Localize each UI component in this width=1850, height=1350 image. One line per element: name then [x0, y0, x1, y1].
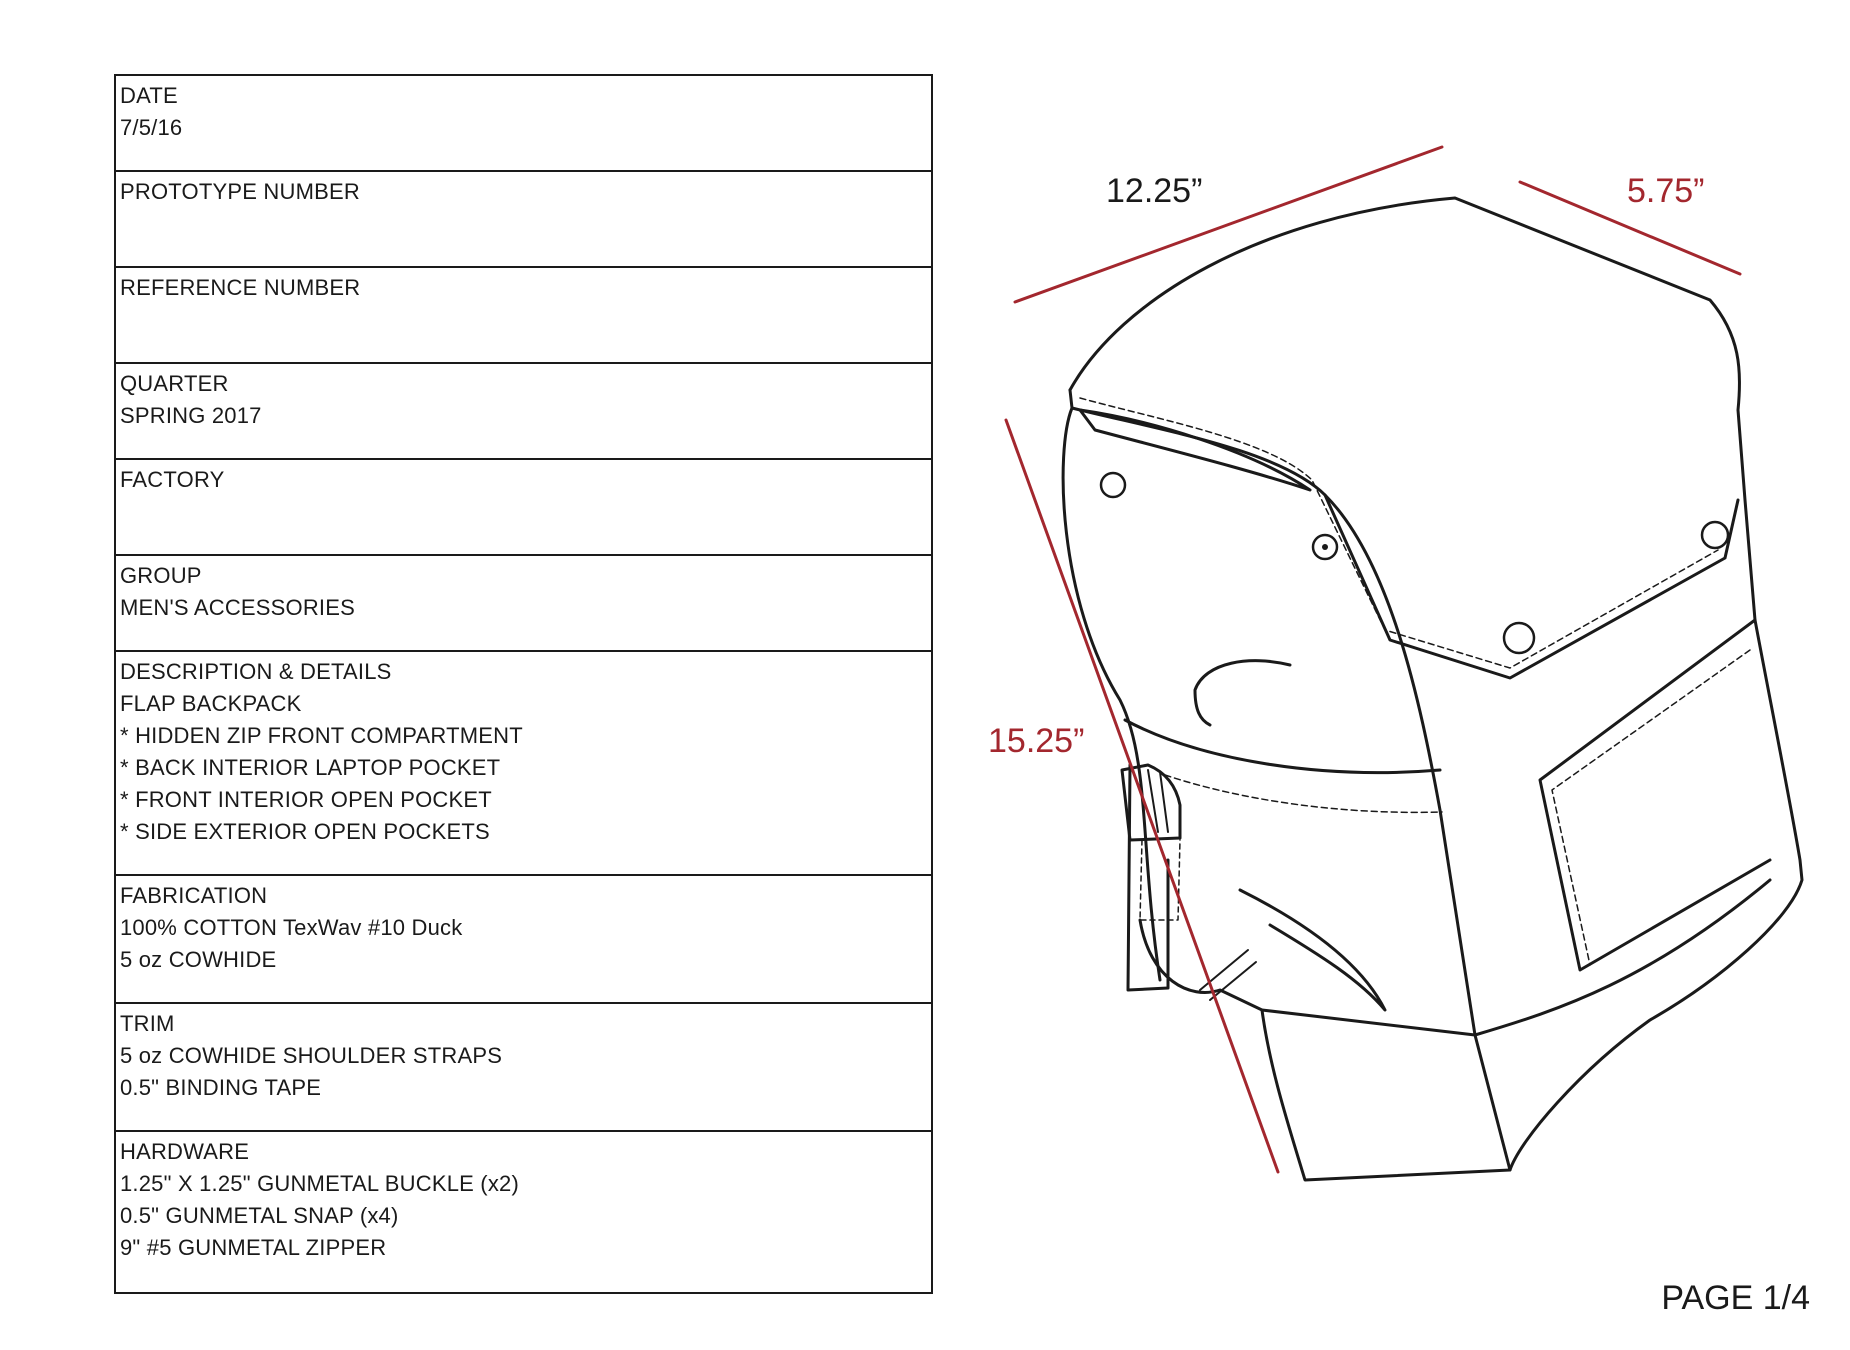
spec-field-value: 5 oz COWHIDE SHOULDER STRAPS [120, 1043, 503, 1068]
spec-field-value: 0.5" BINDING TAPE [120, 1075, 322, 1100]
spec-field-label: PROTOTYPE NUMBER [120, 179, 360, 204]
snap-1-icon [1099, 471, 1127, 499]
flap-stitch-line [1079, 397, 1719, 669]
base-seam [1473, 878, 1772, 1037]
strap-keeper-stitch [1139, 839, 1181, 921]
snap-4-icon [1700, 520, 1730, 550]
snap-center-dot-icon [1322, 544, 1328, 550]
flap-edge-shading [1078, 408, 1312, 492]
spec-field-label: FACTORY [120, 467, 225, 492]
snap-2-icon [1311, 533, 1339, 561]
spec-row: TRIM 5 oz COWHIDE SHOULDER STRAPS 0.5" BIN… [116, 1004, 931, 1132]
backpack-flap-outline [1068, 388, 1740, 680]
spec-row: GROUP MEN'S ACCESSORIES [116, 556, 931, 652]
spec-field-value: 5 oz COWHIDE [120, 947, 277, 972]
spec-field-value: * FRONT INTERIOR OPEN POCKET [120, 787, 492, 812]
front-pocket-stitch [1164, 774, 1443, 814]
height-dimension-line [1004, 418, 1280, 1174]
side-bottom-curve [1238, 888, 1387, 1012]
spec-row: REFERENCE NUMBER [116, 268, 931, 364]
buckle-prong [1147, 769, 1169, 833]
spec-row: DATE 7/5/16 [116, 76, 931, 172]
spec-field-label: GROUP [120, 563, 202, 588]
width-dimension-label: 12.25” [1106, 172, 1202, 210]
spec-row: FABRICATION 100% COTTON TexWav #10 Duck 5 … [116, 876, 931, 1004]
page-number: PAGE 1/4 [1661, 1279, 1810, 1317]
spec-field-value: 7/5/16 [120, 115, 183, 140]
spec-field-value: FLAP BACKPACK [120, 691, 302, 716]
spec-field-value: * HIDDEN ZIP FRONT COMPARTMENT [120, 723, 523, 748]
spec-field-value: MEN'S ACCESSORIES [120, 595, 355, 620]
spec-field-label: DESCRIPTION & DETAILS [120, 659, 392, 684]
front-pocket-curve [1193, 659, 1292, 727]
spec-row: PROTOTYPE NUMBER [116, 172, 931, 268]
backpack-base [1260, 1008, 1512, 1182]
snap-3-icon [1502, 621, 1536, 655]
spec-field-value: 100% COTTON TexWav #10 Duck [120, 915, 463, 940]
front-panel-seam [1123, 718, 1442, 775]
spec-field-label: TRIM [120, 1011, 175, 1036]
strap-webbing-cross [1199, 949, 1257, 1001]
spec-row: HARDWARE 1.25" X 1.25" GUNMETAL BUCKLE (x… [116, 1132, 931, 1292]
spec-field-label: REFERENCE NUMBER [120, 275, 361, 300]
spec-row: DESCRIPTION & DETAILS FLAP BACKPACK * HIDD… [116, 652, 931, 876]
shoulder-strap [1126, 763, 1170, 992]
depth-dimension-line [1518, 180, 1742, 276]
spec-field-value: 9" #5 GUNMETAL ZIPPER [120, 1235, 387, 1260]
strap-lower-loop [1138, 918, 1264, 1012]
backpack-technical-drawing: 12.25” 5.75” 15.25” [988, 145, 1804, 1182]
depth-dimension-label: 5.75” [1627, 172, 1705, 210]
spec-row: QUARTER SPRING 2017 [116, 364, 931, 460]
spec-field-label: FABRICATION [120, 883, 268, 908]
backpack-left-body [1061, 406, 1162, 982]
backpack-side-panel [1538, 618, 1772, 972]
spec-field-label: QUARTER [120, 371, 229, 396]
spec-field-value: * SIDE EXTERIOR OPEN POCKETS [120, 819, 490, 844]
spec-field-value: 1.25" X 1.25" GUNMETAL BUCKLE (x2) [120, 1171, 519, 1196]
width-dimension-line [1013, 145, 1444, 304]
backpack-right-body [1508, 618, 1804, 1172]
height-dimension-label: 15.25” [988, 722, 1084, 760]
buckle-frame [1120, 763, 1182, 842]
spec-field-value: * BACK INTERIOR LAPTOP POCKET [120, 755, 501, 780]
spec-field-label: DATE [120, 83, 178, 108]
spec-row: FACTORY [116, 460, 931, 556]
spec-field-label: HARDWARE [120, 1139, 250, 1164]
side-pocket-stitch [1551, 649, 1751, 966]
backpack-front-panel [1323, 493, 1477, 1037]
spec-field-value: 0.5" GUNMETAL SNAP (x4) [120, 1203, 399, 1228]
backpack-top-outline [1068, 196, 1757, 622]
spec-field-value: SPRING 2017 [120, 403, 262, 428]
